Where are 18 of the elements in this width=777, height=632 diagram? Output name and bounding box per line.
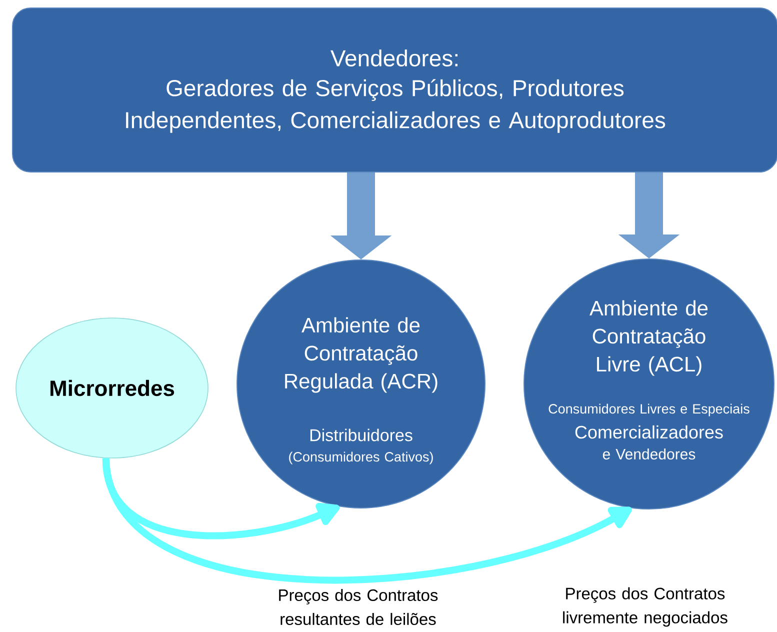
market-circle: [236, 260, 486, 508]
curved-arrow: [102, 457, 632, 584]
arrow-caption: Preços dos Contratos livremente negociados: [563, 587, 728, 627]
microgrid-ellipse: [16, 318, 208, 458]
node-text: (Consumidores Cativos): [289, 452, 433, 464]
node-text: Microrredes: [50, 380, 174, 396]
market-circle: [524, 258, 774, 510]
arrow-caption: Preços dos Contratos resultantes de leilões: [279, 588, 438, 626]
node-text: Distribuidores: [310, 428, 412, 442]
node-text: Geradores de Serviços Públicos, Produtores Independentes, Comercializadores e Autoprodutores: [126, 79, 666, 133]
node-text: Ambiente de Contratação Regulada (ACR): [285, 317, 438, 393]
header-box: [12, 8, 777, 172]
node-text: Vendedores:: [330, 50, 458, 66]
node-text: e Vendedores: [602, 448, 696, 460]
node-text: Comercializadores: [575, 425, 723, 439]
node-text: Ambiente de Contratação Livre (ACL): [590, 300, 708, 376]
node-text: Consumidores Livres e Especiais: [548, 404, 750, 416]
curved-arrow: [102, 458, 340, 540]
